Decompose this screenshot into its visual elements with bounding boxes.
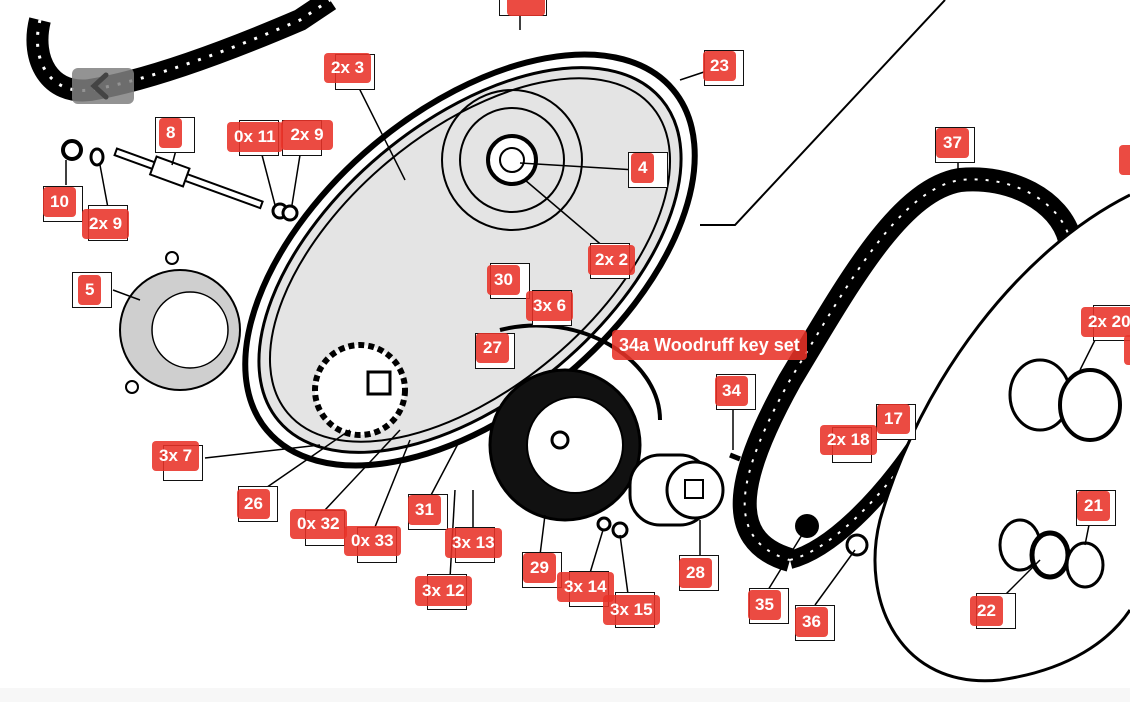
part-hotspot-34[interactable]: 34 — [715, 376, 748, 406]
part-hotspot-11[interactable]: 0x 11 — [227, 122, 283, 152]
part-hotspot-33[interactable]: 0x 33 — [344, 526, 401, 556]
clutch-drum — [488, 368, 642, 522]
part-hotspot-8[interactable]: 8 — [159, 118, 183, 148]
part-hotspot-top[interactable] — [507, 0, 545, 16]
leader-lines — [65, 8, 1096, 606]
part-hotspot-30[interactable]: 30 — [487, 265, 520, 295]
part-hotspot-37[interactable]: 37 — [936, 128, 969, 158]
part-hotspot-22[interactable]: 22 — [970, 596, 1003, 626]
part-hotspot-26[interactable]: 26 — [237, 489, 270, 519]
part-hotspot-14[interactable]: 3x 14 — [557, 572, 614, 602]
gasket — [119, 251, 241, 394]
part-hotspot-32[interactable]: 0x 32 — [290, 509, 347, 539]
leader-line-long — [700, 0, 946, 226]
part-hotspot-28[interactable]: 28 — [679, 558, 712, 588]
part-hotspot-2[interactable]: 2x 2 — [588, 245, 636, 275]
part-hotspot-3[interactable]: 2x 3 — [324, 53, 372, 83]
part-hotspot-18[interactable]: 2x 18 — [820, 425, 877, 455]
nut — [61, 139, 83, 161]
part-hotspot-27[interactable]: 27 — [476, 333, 509, 363]
part-hotspot-10[interactable]: 10 — [43, 187, 76, 217]
part-hotspot-right-edge[interactable] — [1119, 145, 1130, 175]
part-hotspot-23[interactable]: 23 — [703, 51, 736, 81]
part-hotspot-17[interactable]: 17 — [877, 404, 910, 434]
part-hotspot-4[interactable]: 4 — [631, 153, 655, 183]
part-hotspot-31[interactable]: 31 — [408, 495, 441, 525]
clutch-centre — [628, 453, 725, 527]
part-hotspot-right-edge-2[interactable] — [1124, 335, 1130, 365]
part-hotspot-21[interactable]: 21 — [1077, 491, 1110, 521]
part-hotspot-9-upper[interactable]: 2x 9 — [281, 120, 333, 150]
part-hotspot-12[interactable]: 3x 12 — [415, 576, 472, 606]
washer — [89, 147, 105, 167]
part-hotspot-15[interactable]: 3x 15 — [603, 595, 660, 625]
bottom-bar — [0, 688, 1130, 702]
part-hotspot-13[interactable]: 3x 13 — [445, 528, 502, 558]
part-hotspot-20[interactable]: 2x 20 — [1081, 307, 1130, 337]
part-hotspot-7[interactable]: 3x 7 — [152, 441, 200, 471]
part-hotspot-36[interactable]: 36 — [795, 607, 828, 637]
part-hotspot-34a-woodruff-key-set[interactable]: 34a Woodruff key set — [612, 330, 807, 360]
part-hotspot-5[interactable]: 5 — [78, 275, 102, 305]
part-hotspot-29[interactable]: 29 — [523, 553, 556, 583]
case-boss — [441, 89, 583, 231]
part-hotspot-35[interactable]: 35 — [748, 590, 781, 620]
engine-sprocket — [312, 342, 408, 438]
part-hotspot-9-lower[interactable]: 2x 9 — [82, 209, 130, 239]
part-hotspot-6[interactable]: 3x 6 — [526, 291, 574, 321]
woodruff-key — [729, 452, 741, 462]
back-button[interactable] — [72, 68, 134, 104]
